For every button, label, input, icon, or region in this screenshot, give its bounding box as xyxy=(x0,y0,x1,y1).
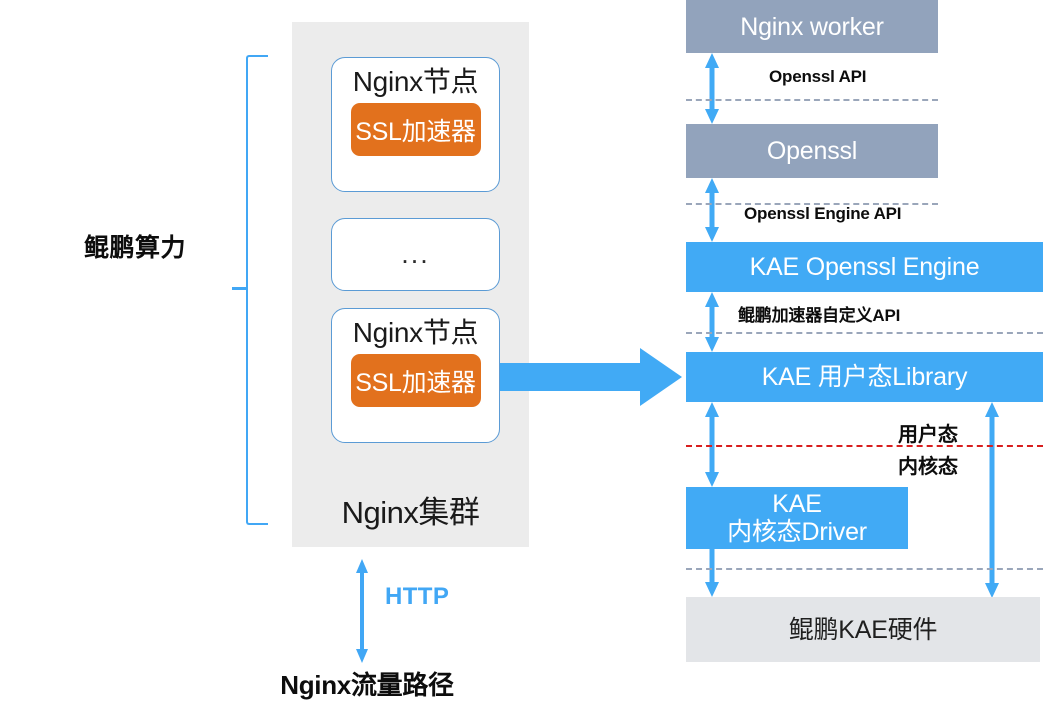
kunpeng-compute-label: 鲲鹏算力 xyxy=(83,234,186,262)
connector-library-driver-icon xyxy=(705,402,719,487)
stack-box-nginx-worker-label: Nginx worker xyxy=(740,12,884,41)
nginx-node-card-2[interactable]: Nginx节点 SSL加速器 xyxy=(331,308,500,443)
stack-box-nginx-worker[interactable]: Nginx worker xyxy=(686,0,938,53)
user-kernel-boundary-line xyxy=(686,445,1043,447)
stack-box-openssl[interactable]: Openssl xyxy=(686,124,938,178)
nginx-node-card-ellipsis: ... xyxy=(331,218,500,291)
connector-engine-library-icon xyxy=(705,292,719,352)
api-label-openssl-engine: Openssl Engine API xyxy=(744,204,902,223)
ellipsis-label: ... xyxy=(401,239,430,269)
stack-box-openssl-label: Openssl xyxy=(766,137,858,165)
kernel-mode-label: 内核态 xyxy=(898,456,958,478)
nginx-traffic-path-caption: Nginx流量路径 xyxy=(280,670,454,700)
stack-box-kae-kernel-driver-line2: 内核态Driver xyxy=(727,518,867,546)
connector-worker-openssl-icon xyxy=(705,53,719,124)
api-label-openssl: Openssl API xyxy=(769,67,867,86)
api-label-kunpeng-custom: 鲲鹏加速器自定义API xyxy=(738,306,901,325)
kunpeng-bracket xyxy=(246,55,268,525)
connector-openssl-engine-icon xyxy=(705,178,719,242)
nginx-node-title-2: Nginx节点 xyxy=(352,317,479,348)
nginx-node-title-1: Nginx节点 xyxy=(352,66,479,97)
connector-library-hardware-icon xyxy=(985,402,999,598)
stack-box-kunpeng-kae-hardware[interactable]: 鲲鹏KAE硬件 xyxy=(686,597,1040,662)
stack-box-kae-openssl-engine[interactable]: KAE Openssl Engine xyxy=(686,242,1043,292)
dash-separator-1 xyxy=(686,99,938,101)
nginx-cluster-caption: Nginx集群 xyxy=(341,495,480,530)
stack-box-kae-openssl-engine-label: KAE Openssl Engine xyxy=(749,253,980,281)
dash-separator-2 xyxy=(686,203,938,205)
ssl-accelerator-chip-1[interactable]: SSL加速器 xyxy=(350,103,481,157)
stack-box-kae-kernel-driver-line1: KAE xyxy=(772,490,822,518)
kunpeng-bracket-tick xyxy=(232,287,248,290)
connector-driver-hardware-icon xyxy=(705,549,719,597)
ssl-accelerator-chip-2[interactable]: SSL加速器 xyxy=(350,354,481,408)
dash-separator-3 xyxy=(686,332,1043,334)
http-label: HTTP xyxy=(385,583,450,610)
http-double-arrow-icon xyxy=(356,559,368,663)
cluster-to-stack-arrow-icon xyxy=(500,348,682,406)
dash-separator-4 xyxy=(686,568,1043,570)
stack-box-kae-user-library[interactable]: KAE 用户态Library xyxy=(686,352,1043,402)
nginx-node-card-1[interactable]: Nginx节点 SSL加速器 xyxy=(331,57,500,192)
stack-box-kae-kernel-driver[interactable]: KAE 内核态Driver xyxy=(686,487,908,549)
stack-box-kae-user-library-label: KAE 用户态Library xyxy=(761,363,968,391)
user-mode-label: 用户态 xyxy=(898,424,958,446)
stack-box-kunpeng-kae-hardware-label: 鲲鹏KAE硬件 xyxy=(788,615,938,644)
